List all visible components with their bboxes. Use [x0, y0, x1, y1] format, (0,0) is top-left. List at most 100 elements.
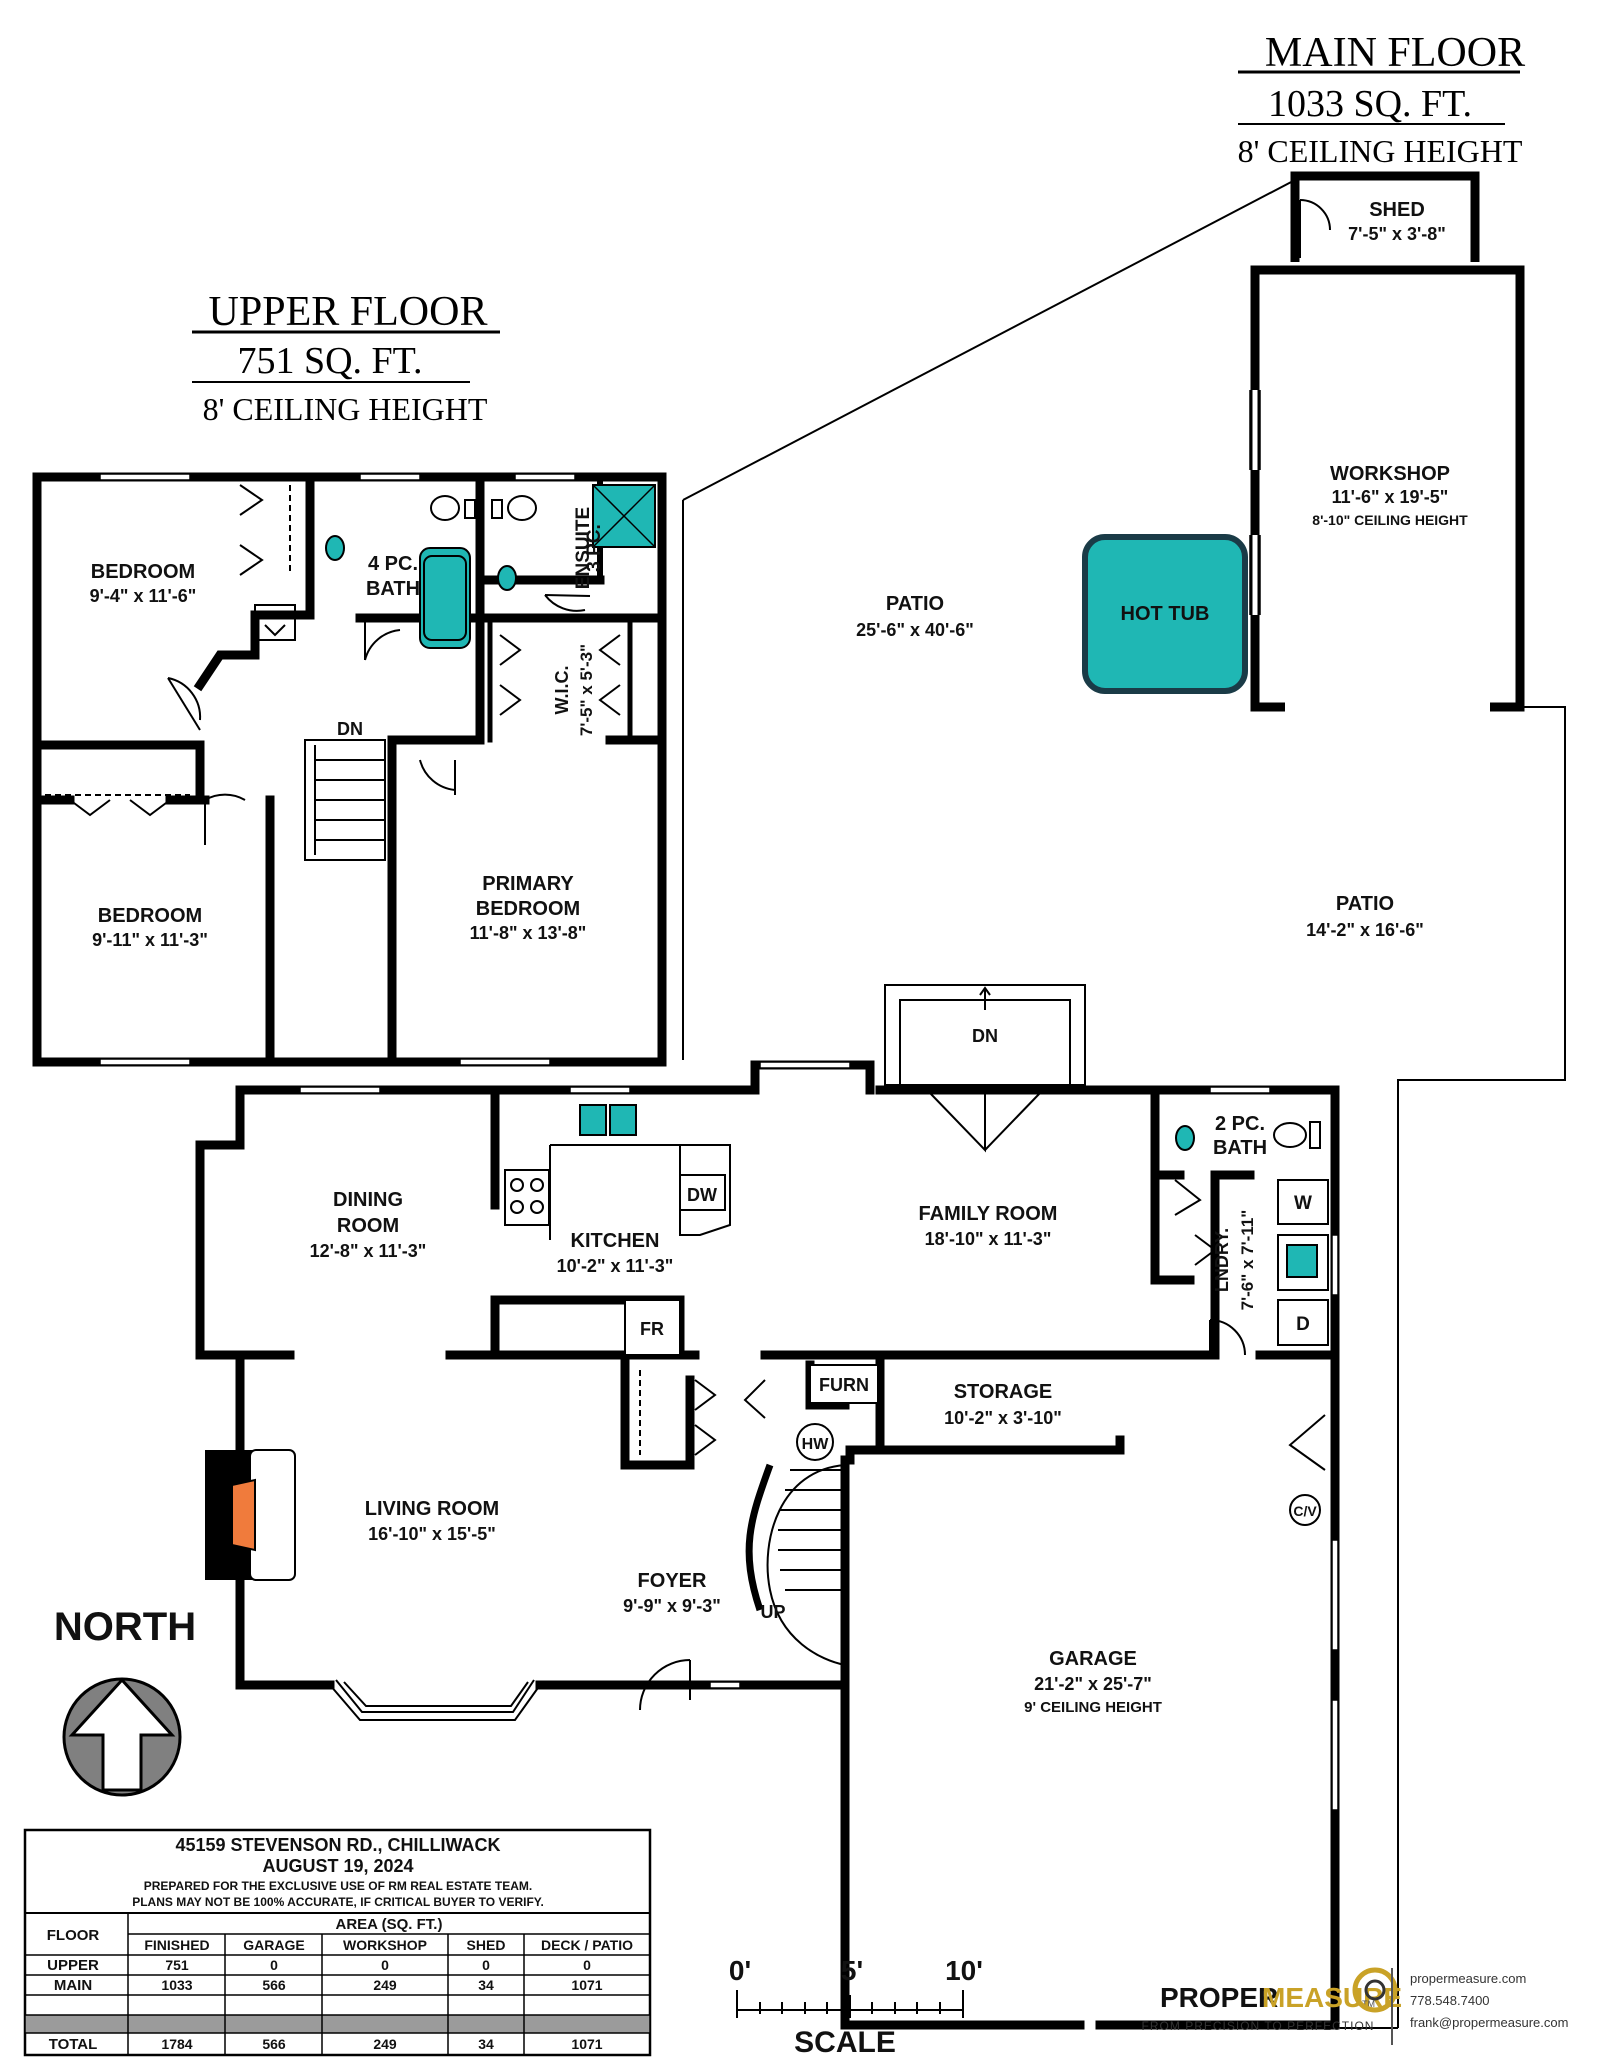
hot-tub-label: HOT TUB: [1121, 603, 1210, 625]
scale-tick-10: 10': [945, 1955, 983, 1986]
patio-side-dims: 14'-2" x 16'-6": [1306, 920, 1424, 940]
upper-floor-area: 751 SQ. FT.: [237, 340, 422, 382]
fridge-label: FR: [640, 1319, 664, 1339]
brand-logo: PROPER MEASURE TM FROM PRECISION TO PERF…: [1142, 1967, 1568, 2045]
primary-line2: BEDROOM: [476, 898, 580, 920]
deck-landing: [884, 984, 1086, 1153]
scale-tick-5: 5': [841, 1955, 863, 1986]
col-finished: FINISHED: [144, 1937, 209, 1953]
brand-phone: 778.548.7400: [1410, 1993, 1490, 2008]
bath-2pc-line2: BATH: [1213, 1137, 1267, 1159]
laundry-fixtures: [1174, 1121, 1329, 1356]
dining-line2: ROOM: [337, 1215, 399, 1237]
main-stairs: [745, 1463, 846, 1666]
row-total-garage: 566: [262, 2036, 286, 2052]
hot-tub: HOT TUB: [1082, 534, 1248, 694]
main-floor-title: MAIN FLOOR: [1265, 30, 1525, 76]
kitchen-label: KITCHEN: [571, 1230, 660, 1252]
row-total-finished: 1784: [161, 2036, 192, 2052]
kitchen-dims: 10'-2" x 11'-3": [557, 1256, 674, 1276]
workshop-dims: 11'-6" x 19'-5": [1332, 487, 1449, 507]
ensuite-line2: ENSUITE: [573, 507, 594, 589]
furnace-label: FURN: [819, 1375, 869, 1395]
dryer-label: D: [1296, 1314, 1310, 1335]
hot-water-label: HW: [802, 1436, 830, 1453]
family-label: FAMILY ROOM: [919, 1203, 1058, 1225]
col-shed: SHED: [467, 1937, 506, 1953]
bath-4pc-line1: 4 PC.: [368, 553, 418, 575]
shed-dims: 7'-5" x 3'-8": [1348, 224, 1446, 244]
garage-label: GARAGE: [1049, 1648, 1137, 1670]
family-dims: 18'-10" x 11'-3": [925, 1229, 1052, 1249]
garage-ceiling: 9' CEILING HEIGHT: [1024, 1699, 1162, 1716]
laundry-line2: 7'-6" x 7'-11": [1238, 1210, 1257, 1311]
north-arrow-icon: [68, 1677, 176, 1792]
upper-stairs-dn: DN: [337, 719, 363, 739]
primary-dims: 11'-8" x 13'-8": [470, 923, 587, 943]
row-total-floor: TOTAL: [49, 2036, 98, 2053]
dining-line1: DINING: [333, 1189, 403, 1211]
row-total-deck: 1071: [571, 2036, 602, 2052]
kitchen-fixtures: [504, 1104, 731, 1356]
upper-floor-title: UPPER FLOOR: [209, 289, 488, 335]
patio-main-label: PATIO: [886, 593, 944, 615]
plan-date: AUGUST 19, 2024: [262, 1856, 413, 1876]
row-upper-shed: 0: [482, 1957, 490, 1973]
row-upper-floor: UPPER: [47, 1957, 99, 1974]
living-dims: 16'-10" x 15'-5": [368, 1524, 496, 1544]
shed-label: SHED: [1369, 199, 1425, 221]
patio-side-label: PATIO: [1336, 893, 1394, 915]
col-garage: GARAGE: [243, 1937, 304, 1953]
main-floor-ceiling: 8' CEILING HEIGHT: [1238, 133, 1523, 169]
brand-name-a: PROPER: [1160, 1982, 1278, 2013]
main-floor-heading: MAIN FLOOR 1033 SQ. FT. 8' CEILING HEIGH…: [1238, 30, 1526, 169]
brand-email[interactable]: frank@propermeasure.com: [1410, 2015, 1568, 2030]
bedroom-1-dims: 9'-4" x 11'-6": [90, 586, 197, 606]
upper-stairs: [304, 739, 386, 861]
row-upper-garage: 0: [270, 1957, 278, 1973]
patio-outline: [682, 179, 1566, 2029]
fireplace: [205, 1449, 296, 1581]
ensuite-line1: 3 PC.: [584, 524, 605, 572]
row-upper-deck: 0: [583, 1957, 591, 1973]
row-main-workshop: 249: [373, 1977, 397, 1993]
shed: SHED 7'-5" x 3'-8": [1290, 171, 1480, 262]
wic-line1: W.I.C.: [552, 666, 572, 715]
row-main-deck: 1071: [571, 1977, 602, 1993]
garage-dims: 21'-2" x 25'-7": [1034, 1674, 1152, 1694]
row-total-shed: 34: [478, 2036, 494, 2052]
row-total-workshop: 249: [373, 2036, 397, 2052]
brand-website[interactable]: propermeasure.com: [1410, 1971, 1526, 1986]
laundry-line1: LNDRY.: [1212, 1228, 1232, 1292]
storage-label: STORAGE: [954, 1381, 1053, 1403]
workshop-label: WORKSHOP: [1330, 463, 1450, 485]
bath-2pc-line1: 2 PC.: [1215, 1113, 1265, 1135]
wic-line2: 7'-5" x 5'-3": [577, 644, 596, 736]
brand-emblem-icon: [1352, 1967, 1398, 2013]
row-main-floor: MAIN: [54, 1977, 92, 1994]
accuracy-note: PLANS MAY NOT BE 100% ACCURATE, IF CRITI…: [132, 1895, 544, 1909]
storage-dims: 10'-2" x 3'-10": [944, 1408, 1062, 1428]
row-main-shed: 34: [478, 1977, 494, 1993]
foyer-dims: 9'-9" x 9'-3": [623, 1596, 721, 1616]
workshop-ceiling: 8'-10" CEILING HEIGHT: [1312, 512, 1468, 528]
primary-line1: PRIMARY: [482, 873, 574, 895]
main-windows: [299, 1061, 1339, 1811]
upper-fixtures: [325, 484, 656, 649]
north-label: NORTH: [54, 1605, 196, 1649]
info-table-text: 45159 STEVENSON RD., CHILLIWACK AUGUST 1…: [47, 1835, 633, 2053]
bath-4pc-line2: BATH: [366, 578, 420, 600]
bedroom-1-label: BEDROOM: [91, 561, 195, 583]
brand-tm: TM: [1362, 1999, 1375, 2009]
bay-window: [329, 1679, 541, 1721]
info-table: [23, 1828, 652, 2057]
washer-label: W: [1294, 1193, 1312, 1214]
foyer-label: FOYER: [638, 1570, 707, 1592]
scale-label: SCALE: [794, 2026, 896, 2059]
bedroom-2-dims: 9'-11" x 11'-3": [92, 930, 208, 950]
main-floor-area: 1033 SQ. FT.: [1268, 83, 1472, 125]
scale-tick-0: 0': [729, 1955, 751, 1986]
prepared-note: PREPARED FOR THE EXCLUSIVE USE OF RM REA…: [144, 1879, 532, 1893]
upper-floor-heading: UPPER FLOOR 751 SQ. FT. 8' CEILING HEIGH…: [192, 289, 500, 427]
